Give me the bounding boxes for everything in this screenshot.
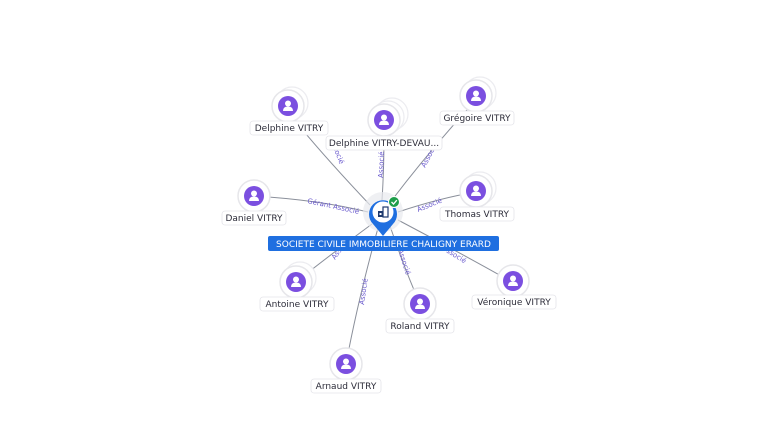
person-icon bbox=[471, 90, 481, 101]
person-label: Arnaud VITRY bbox=[316, 382, 377, 392]
edge-label-daniel: Gérant Associé bbox=[307, 197, 360, 216]
person-label: Véronique VITRY bbox=[477, 297, 551, 308]
person-node-gregoire[interactable]: Grégoire VITRY bbox=[439, 76, 515, 126]
building-icon bbox=[378, 206, 389, 218]
person-icon bbox=[471, 185, 481, 196]
edge-label-arnaud: Associé bbox=[358, 278, 370, 305]
edge-label-roland: Associé bbox=[396, 248, 412, 276]
person-node-delphine-devau[interactable]: Delphine VITRY-DEVAU... bbox=[325, 97, 443, 151]
person-icon bbox=[283, 100, 293, 111]
edge-label-thomas: Associé bbox=[416, 197, 444, 214]
person-node-veronique[interactable]: Véronique VITRY bbox=[471, 264, 557, 310]
person-label: Roland VITRY bbox=[390, 322, 450, 332]
person-icon bbox=[249, 190, 259, 201]
person-node-daniel[interactable]: Daniel VITRY bbox=[221, 179, 287, 226]
person-label: Delphine VITRY bbox=[255, 124, 324, 134]
person-node-antoine[interactable]: Antoine VITRY bbox=[259, 261, 335, 312]
person-icon bbox=[415, 298, 425, 309]
company-node[interactable]: SOCIETE CIVILE IMMOBILIERE CHALIGNY ERAR… bbox=[268, 192, 499, 251]
person-label: Thomas VITRY bbox=[444, 210, 510, 220]
person-node-thomas[interactable]: Thomas VITRY bbox=[439, 171, 515, 222]
person-label: Grégoire VITRY bbox=[443, 113, 511, 124]
person-icon bbox=[341, 358, 351, 369]
person-icon bbox=[379, 114, 389, 125]
check-icon bbox=[388, 196, 400, 208]
person-node-roland[interactable]: Roland VITRY bbox=[385, 287, 455, 334]
person-label: Antoine VITRY bbox=[266, 300, 329, 310]
person-icon bbox=[291, 276, 301, 287]
company-label: SOCIETE CIVILE IMMOBILIERE CHALIGNY ERAR… bbox=[276, 240, 491, 250]
person-icon bbox=[508, 275, 518, 286]
edge-label-delphine-devau: Associé bbox=[377, 151, 386, 178]
person-node-delphine[interactable]: Delphine VITRY bbox=[249, 86, 329, 136]
person-label: Delphine VITRY-DEVAU... bbox=[329, 139, 439, 149]
person-node-arnaud[interactable]: Arnaud VITRY bbox=[310, 347, 382, 394]
person-label: Daniel VITRY bbox=[225, 214, 283, 224]
